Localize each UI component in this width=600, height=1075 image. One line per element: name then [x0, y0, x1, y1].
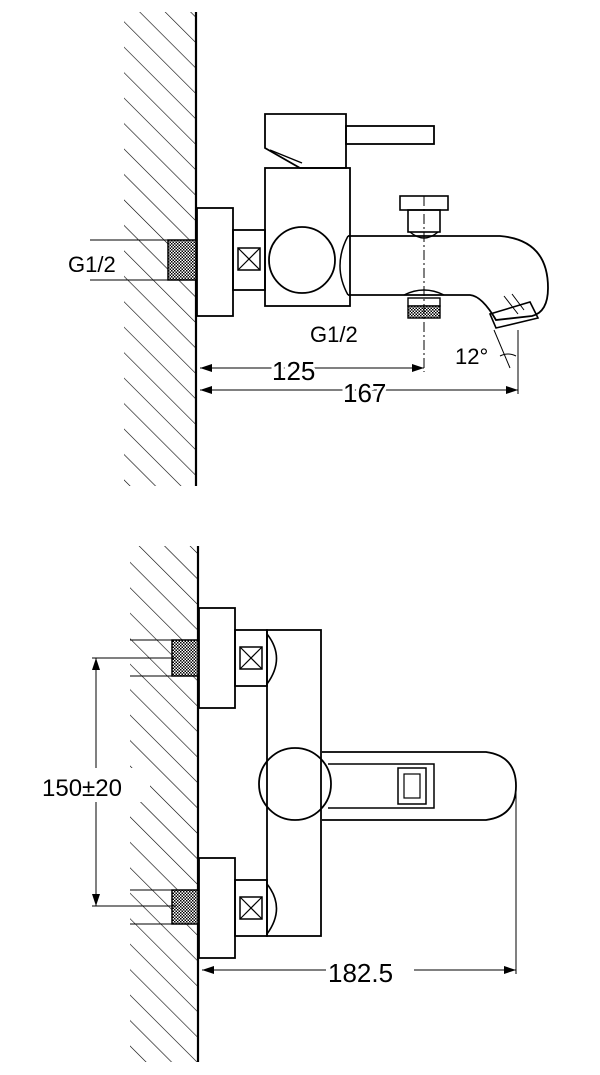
wall-hatching-bottom — [130, 546, 200, 1062]
spout-angle-label: 12° — [455, 344, 488, 369]
dimension-167 — [200, 330, 519, 394]
dimension-125 — [200, 364, 424, 372]
inlet-thread-label-top: G1/2 — [68, 252, 116, 277]
dimension-150-20 — [40, 657, 176, 907]
spout-top — [339, 235, 549, 329]
shower-thread-label: G1/2 — [310, 322, 358, 347]
diverter-knob-top — [268, 226, 336, 294]
bottom-view: 150±20 182.5 — [40, 546, 517, 1062]
mixer-body-bottom — [266, 629, 322, 937]
spout-bottom — [322, 751, 517, 821]
top-view: G1/2 G1/2 12° 125 167 — [68, 12, 549, 486]
dimension-182-5 — [202, 790, 517, 986]
inlet-spacing-label: 150±20 — [42, 775, 122, 802]
inlet-thread-top — [90, 239, 197, 281]
diverter-knob-bottom — [258, 747, 332, 821]
overall-depth-label: 182.5 — [328, 958, 393, 988]
dimension-125-label: 125 — [272, 356, 315, 386]
angle-12-marker — [493, 329, 517, 369]
lower-inlet-bottom — [130, 857, 278, 959]
connector-nut-top — [232, 229, 266, 291]
dimension-167-label: 167 — [343, 378, 386, 408]
lever-handle-top — [264, 113, 435, 169]
wall-flange-top — [196, 207, 234, 317]
